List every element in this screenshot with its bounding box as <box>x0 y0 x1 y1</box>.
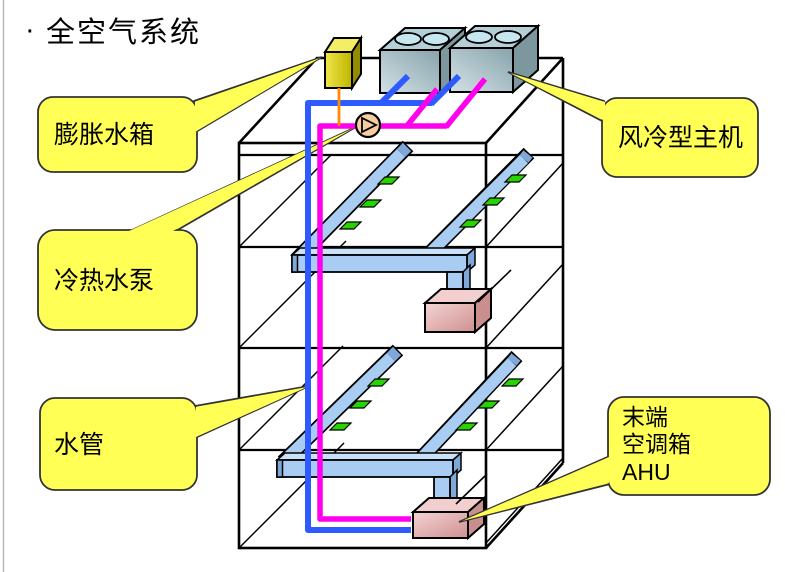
callout-expansion-tank <box>37 56 323 173</box>
pipe-blue-branch <box>377 73 411 107</box>
horizontal-duct <box>290 246 477 274</box>
diffuser <box>454 422 479 431</box>
diagonal-duct <box>406 350 523 474</box>
callout-chilled-hot-water-pump <box>37 126 357 331</box>
diffuser <box>338 221 363 230</box>
ahu-box-lower <box>410 495 487 541</box>
diffuser <box>376 176 401 185</box>
diffuser <box>348 400 373 409</box>
expansion-tank-box <box>323 34 363 92</box>
page-title: 全空气系统 <box>46 16 201 49</box>
water-pipes <box>305 73 488 533</box>
labels: · 全空气系统 膨胀水箱 冷热水泵 水管 风冷型主机 末端 空调箱 AHU <box>25 14 743 485</box>
callout-air-cooled-chiller <box>507 71 759 178</box>
diffuser <box>358 199 383 208</box>
pipe-blue <box>305 100 432 533</box>
callout-tail <box>507 71 605 124</box>
pipe-magenta <box>317 123 447 522</box>
diffuser <box>476 400 501 409</box>
band-diagonal-1 <box>238 154 332 248</box>
side-diagonal-3 <box>485 365 564 451</box>
callout-label: 空调箱 <box>622 431 691 457</box>
front-face <box>237 141 488 550</box>
callout-tail <box>458 454 611 523</box>
diagonal-duct <box>277 344 404 468</box>
fan-oval <box>465 30 493 44</box>
upper-floor-duct-system <box>290 140 535 335</box>
depth-line-upper <box>477 269 512 303</box>
fan-oval <box>494 30 522 44</box>
fan-oval <box>422 32 450 46</box>
ceiling-diffusers <box>338 174 528 230</box>
callout-label: 冷热水泵 <box>54 267 154 295</box>
fan-oval <box>394 32 422 46</box>
band-diagonal-3 <box>238 345 344 451</box>
title-bullet: · <box>25 14 37 46</box>
pump-icon <box>354 111 382 139</box>
side-diagonal-1 <box>485 162 564 248</box>
diffuser <box>503 174 528 183</box>
pump-triangle <box>361 116 379 134</box>
callout-label: 水管 <box>54 431 104 459</box>
ceiling-diffusers <box>328 378 525 431</box>
building-wireframe <box>237 56 565 550</box>
callout-terminal-ahu <box>458 396 771 523</box>
pipe-magenta-branch <box>403 87 440 129</box>
roof-right-slant <box>485 57 564 144</box>
ahu-box-upper <box>422 286 494 335</box>
diagonal-duct <box>290 140 414 266</box>
pipe-blue-branch <box>428 73 462 107</box>
callout-label: 末端 <box>622 404 668 430</box>
callout-box <box>37 96 198 173</box>
side-diagonal-2 <box>485 263 564 349</box>
diffuser <box>328 422 353 431</box>
diffuser <box>481 197 506 206</box>
callout-label: 膨胀水箱 <box>54 121 154 149</box>
callout-label: AHU <box>622 459 671 485</box>
callout-label: 风冷型主机 <box>618 124 743 152</box>
callout-box <box>607 396 771 496</box>
horizontal-duct <box>275 451 463 479</box>
diffuser <box>366 378 391 387</box>
callout-box <box>39 397 198 491</box>
diffuser <box>458 219 483 228</box>
depth-line-lower <box>455 473 488 505</box>
callout-box <box>37 229 198 331</box>
chiller-unit-2 <box>447 23 541 95</box>
diffuser <box>500 378 525 387</box>
callout-water-pipe <box>39 385 310 491</box>
lower-floor-duct-system <box>275 344 525 541</box>
callout-box <box>601 97 759 178</box>
tank-front <box>324 51 353 89</box>
pipe-magenta-branch <box>443 77 488 129</box>
